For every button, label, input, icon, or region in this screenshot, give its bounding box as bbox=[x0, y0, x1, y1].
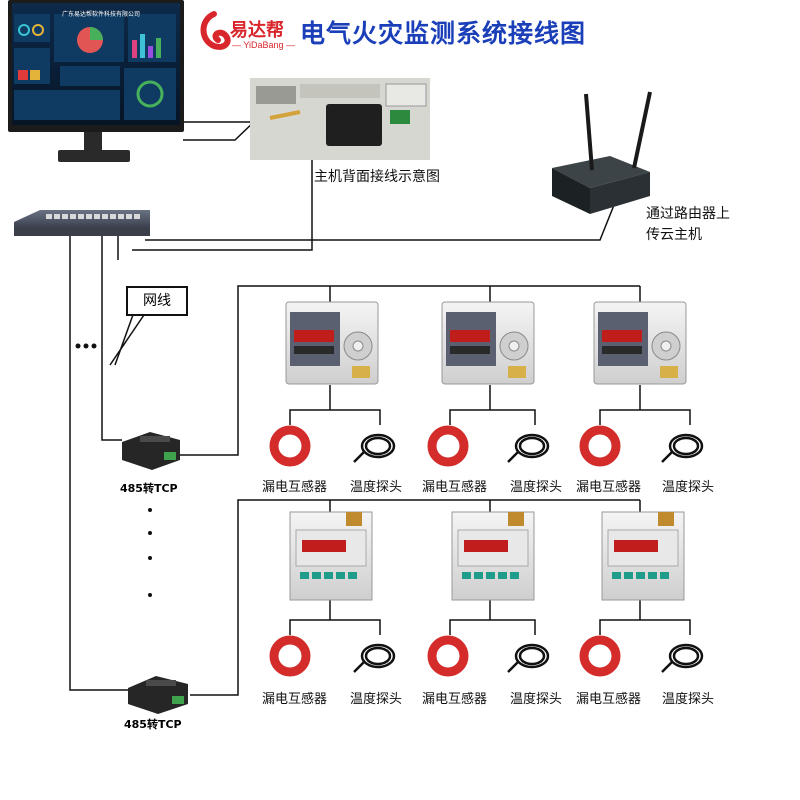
leak-sensor-label: 漏电互感器 bbox=[422, 692, 488, 707]
router-caption-line1: 通过路由器上 bbox=[646, 206, 730, 222]
brand-logo-icon bbox=[200, 11, 231, 50]
back-panel-caption: 主机背面接线示意图 bbox=[314, 169, 440, 185]
temp-probe-icon bbox=[507, 643, 550, 673]
brand-subtitle: — YiDaBang — bbox=[232, 40, 296, 50]
keypad-monitor-3 bbox=[593, 301, 687, 385]
leak-sensor-icon bbox=[579, 425, 621, 467]
din-monitor-3 bbox=[601, 511, 685, 601]
leak-sensor-label: 漏电互感器 bbox=[576, 692, 642, 707]
temp-probe-label: 温度探头 bbox=[662, 480, 715, 495]
temp-probe-icon bbox=[661, 643, 704, 673]
leak-sensor-icon bbox=[269, 635, 311, 677]
temp-probes bbox=[353, 433, 704, 673]
temp-probe-label: 温度探头 bbox=[350, 480, 403, 495]
temp-probe-label: 温度探头 bbox=[350, 692, 403, 707]
leak-sensor-label: 漏电互感器 bbox=[422, 480, 488, 495]
keypad-monitor-2 bbox=[441, 301, 535, 385]
temp-probe-label: 温度探头 bbox=[662, 692, 715, 707]
leak-sensor-icon bbox=[427, 425, 469, 467]
continuation-dots bbox=[75, 343, 152, 597]
converter-1-device bbox=[122, 432, 180, 470]
temp-probe-icon bbox=[353, 643, 396, 673]
converter-1-label: 485转TCP bbox=[120, 482, 178, 495]
converter-2-device bbox=[128, 676, 188, 714]
wireless-router bbox=[552, 91, 652, 214]
monitor-screen-title: 广东易达帮软件科技有限公司 bbox=[62, 11, 141, 18]
network-cable-label: 网线 bbox=[126, 286, 188, 316]
network-switch bbox=[14, 210, 150, 236]
brand-name: 易达帮 bbox=[230, 20, 284, 41]
host-back-panel bbox=[250, 78, 430, 160]
leak-sensors bbox=[269, 425, 621, 677]
leak-sensor-label: 漏电互感器 bbox=[576, 480, 642, 495]
host-monitor bbox=[8, 0, 184, 162]
converter-2-label: 485转TCP bbox=[124, 718, 182, 731]
din-monitor-2 bbox=[451, 511, 535, 601]
leak-sensor-label: 漏电互感器 bbox=[262, 480, 328, 495]
temp-probe-icon bbox=[661, 433, 704, 463]
din-monitor-1 bbox=[289, 511, 373, 601]
router-caption: 通过路由器上 传云主机 bbox=[646, 204, 730, 246]
leak-sensor-icon bbox=[427, 635, 469, 677]
keypad-monitor-1 bbox=[285, 301, 379, 385]
temp-probe-label: 温度探头 bbox=[510, 480, 563, 495]
temp-probe-icon bbox=[353, 433, 396, 463]
router-caption-line2: 传云主机 bbox=[646, 227, 702, 243]
leak-sensor-icon bbox=[579, 635, 621, 677]
page-title: 电气火灾监测系统接线图 bbox=[300, 19, 587, 48]
connection-lines bbox=[69, 100, 691, 696]
leak-sensor-label: 漏电互感器 bbox=[262, 692, 328, 707]
temp-probe-label: 温度探头 bbox=[510, 692, 563, 707]
leak-sensor-icon bbox=[269, 425, 311, 467]
temp-probe-icon bbox=[507, 433, 550, 463]
